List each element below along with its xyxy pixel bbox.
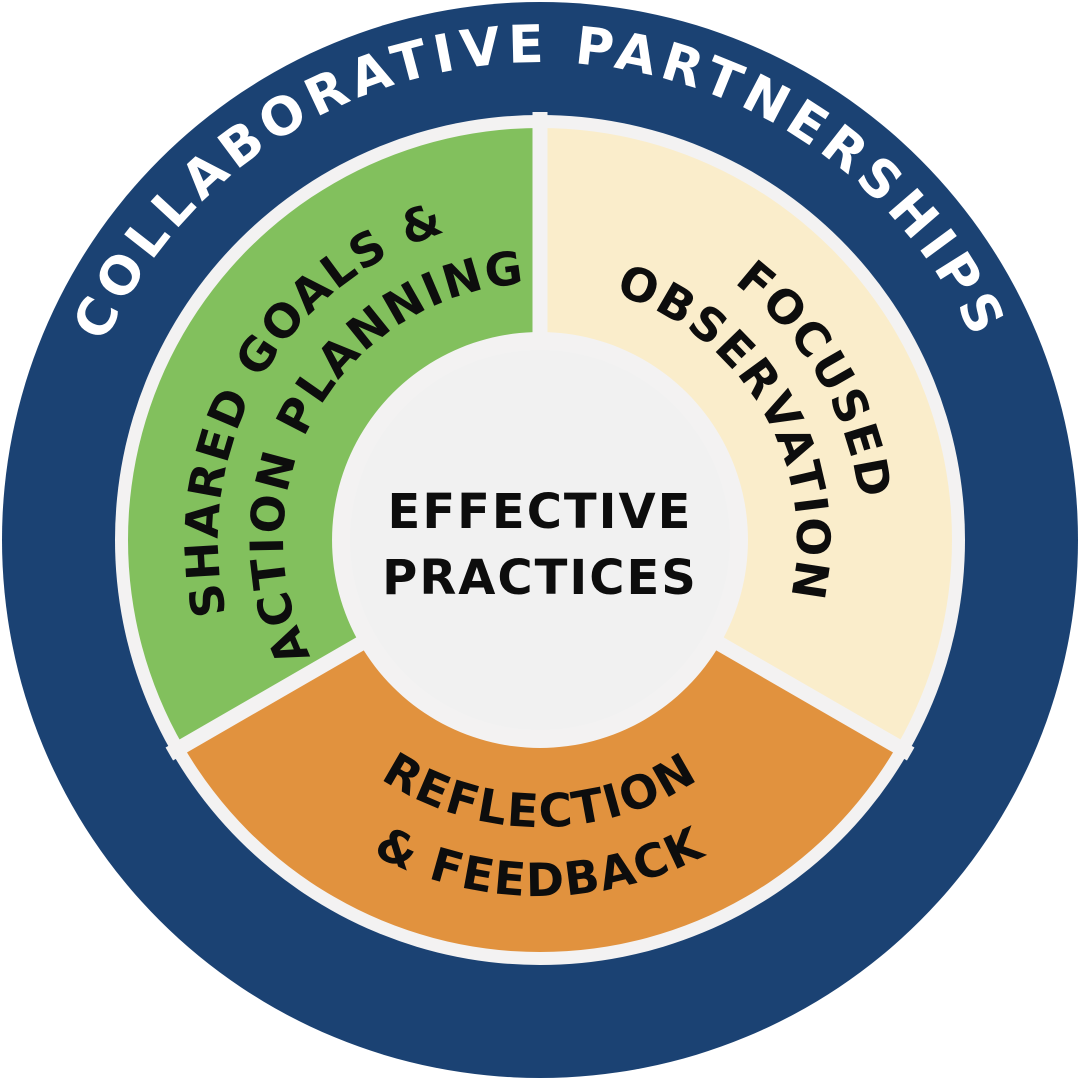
center-circle [350,350,730,730]
segment-focused-observation [540,128,952,746]
separator-lower-right [705,631,915,761]
segment-reflection-feedback [183,644,897,952]
separator-lower-left [165,631,375,761]
center-label-line1: EFFECTIVE [388,484,693,540]
segment-separators [165,112,915,761]
segment-shared-goals [128,128,541,746]
center-label-line2: PRACTICES [382,550,698,606]
